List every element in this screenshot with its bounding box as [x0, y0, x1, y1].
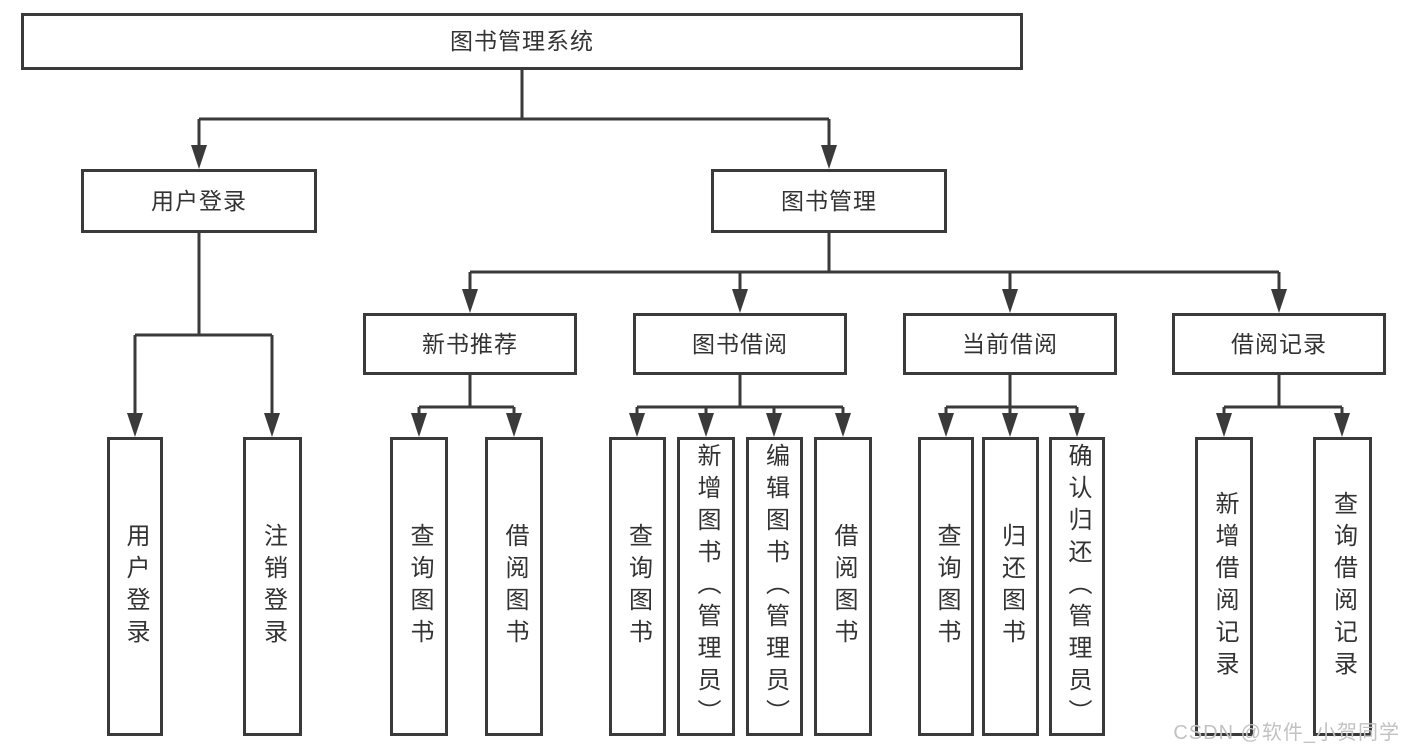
- arrowhead-leaf-borrow-books-1: [506, 413, 522, 437]
- arrowhead-leaf-query-borrow-record: [1334, 413, 1350, 437]
- arrowhead-user-login: [191, 145, 207, 169]
- node-leaf-edit-books-admin: 编辑图书（管理员）: [746, 437, 803, 736]
- arrowhead-borrow-records: [1271, 289, 1287, 313]
- edge-user-login-to-leaves: [133, 233, 274, 415]
- arrowhead-leaf-add-books-admin: [698, 413, 714, 437]
- arrowhead-leaf-edit-books-admin: [766, 413, 782, 437]
- node-leaf-confirm-return-admin: 确认归还（管理员）: [1049, 437, 1105, 736]
- arrowhead-current-borrow: [1002, 289, 1018, 313]
- node-borrow-records: 借阅记录: [1172, 313, 1386, 375]
- arrowhead-leaf-add-borrow-record: [1216, 413, 1232, 437]
- arrowhead-leaf-query-books-1: [411, 413, 427, 437]
- node-leaf-query-borrow-record: 查询借阅记录: [1313, 437, 1372, 736]
- node-leaf-add-borrow-record: 新增借阅记录: [1195, 437, 1253, 736]
- arrowhead-leaf-return-books: [1002, 413, 1018, 437]
- arrowhead-new-book-recommend: [462, 289, 478, 313]
- node-new-book-recommend: 新书推荐: [363, 313, 577, 375]
- arrowhead-book-management: [821, 145, 837, 169]
- node-leaf-return-books: 归还图书: [982, 437, 1039, 736]
- node-leaf-borrow-books-2: 借阅图书: [814, 437, 872, 736]
- edge-book-management-to-level3: [468, 233, 1281, 291]
- arrowhead-leaf-query-books-2: [629, 413, 645, 437]
- node-book-management: 图书管理: [711, 169, 947, 233]
- node-leaf-query-books-2: 查询图书: [609, 437, 666, 736]
- edge-borrow-records-to-leaves: [1222, 375, 1344, 415]
- watermark: CSDN @软件_小贺同学: [1173, 722, 1400, 744]
- arrowhead-leaf-logout: [264, 413, 280, 437]
- node-root: 图书管理系统: [21, 13, 1023, 70]
- node-leaf-add-books-admin: 新增图书（管理员）: [677, 437, 735, 736]
- arrowhead-leaf-query-books-3: [938, 413, 954, 437]
- edge-current-borrow-to-leaves: [944, 375, 1079, 415]
- edge-root-to-level2: [197, 70, 831, 147]
- node-leaf-query-books-1: 查询图书: [390, 437, 448, 736]
- arrowhead-leaf-user-login: [127, 413, 143, 437]
- node-leaf-query-books-3: 查询图书: [918, 437, 974, 736]
- node-current-borrow: 当前借阅: [903, 313, 1117, 375]
- node-leaf-logout: 注销登录: [243, 437, 302, 736]
- arrowhead-leaf-confirm-return-admin: [1069, 413, 1085, 437]
- edge-new-book-recommend-to-leaves: [417, 375, 516, 415]
- arrowhead-leaf-borrow-books-2: [835, 413, 851, 437]
- arrowhead-book-borrow: [732, 289, 748, 313]
- node-leaf-borrow-books-1: 借阅图书: [485, 437, 543, 736]
- node-book-borrow: 图书借阅: [633, 313, 847, 375]
- node-leaf-user-login: 用户登录: [107, 437, 163, 736]
- edge-book-borrow-to-leaves: [635, 375, 845, 415]
- node-user-login: 用户登录: [81, 169, 317, 233]
